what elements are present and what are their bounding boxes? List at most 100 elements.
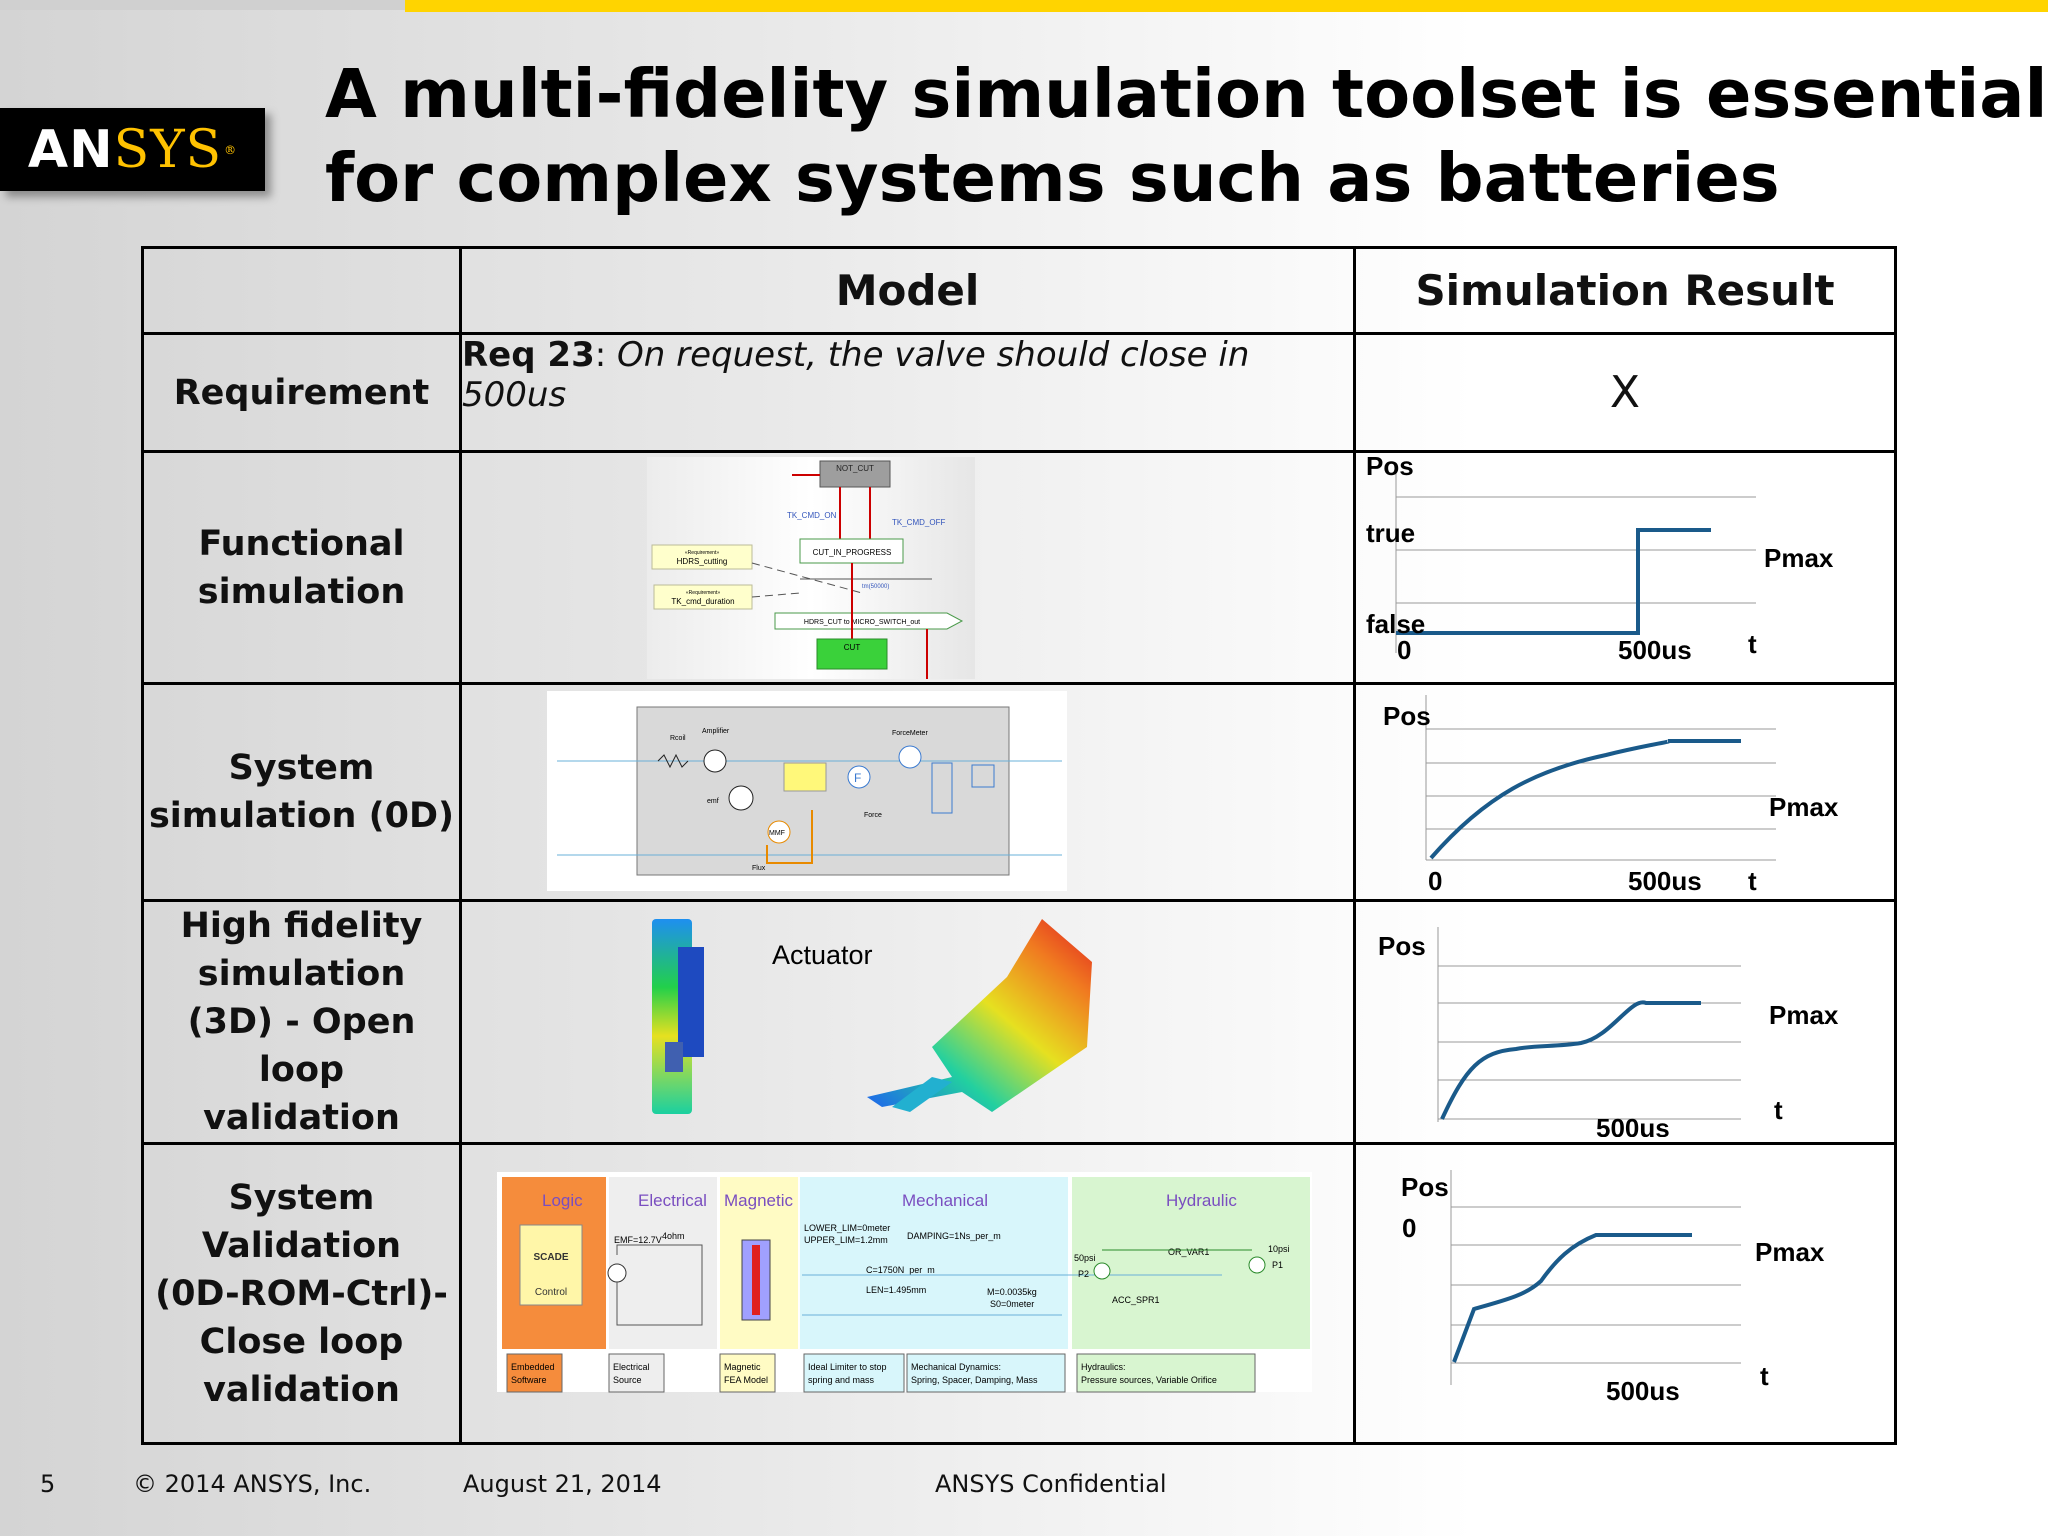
hifi-model-cell: Actuator [459, 899, 1356, 1145]
spring-element [931, 762, 953, 814]
position-curve [1429, 739, 1741, 860]
trace-line-1 [751, 562, 863, 594]
emf-value: EMF=12.7V [614, 1235, 662, 1245]
section-mechanical-label: Mechanical [902, 1191, 988, 1210]
bottom-magnetic-line2: FEA Model [724, 1375, 768, 1385]
force-meter-label: ForceMeter [892, 730, 928, 737]
system-result-chart: Pos 0 500us t Pmax [1383, 695, 1839, 896]
control-label: Control [535, 1287, 567, 1298]
rcoil-label: Rcoil [670, 735, 686, 742]
row-requirement: Requirement Req 23: On request, the valv… [141, 332, 1897, 453]
force-f-symbol: F [854, 771, 861, 785]
cmd-on-label: TK_CMD_ON [787, 511, 837, 520]
header-model: Model [459, 246, 1356, 335]
system-model-cell: Rcoil Amplifier emf F Force ForceMeter M… [459, 682, 1356, 902]
req-sep: : [594, 335, 617, 375]
functional-model-cell: NOT_CUT TK_CMD_ON TK_CMD_OFF CUT_IN_PROG… [459, 450, 1356, 685]
req2-box [653, 584, 753, 610]
hifi-result-cell: Pos 500us t Pmax [1353, 899, 1897, 1145]
cut-label: CUT [844, 643, 861, 652]
ammeter [703, 749, 727, 773]
bottom-mechanical-line1: Mechanical Dynamics: [911, 1362, 1001, 1372]
actuator-plunger [665, 1042, 683, 1072]
false-label: false [1366, 609, 1425, 639]
functional-model-diagram: NOT_CUT TK_CMD_ON TK_CMD_OFF CUT_IN_PROG… [647, 457, 975, 679]
header-result: Simulation Result [1353, 246, 1897, 335]
header-blank [141, 246, 462, 335]
footer-date: August 21, 2014 [463, 1470, 662, 1498]
upper-lim-value: UPPER_LIM=1.2mm [804, 1235, 888, 1245]
cut-in-progress-state [799, 538, 904, 564]
bottom-electrical-line2: Source [613, 1375, 642, 1385]
position-step-line [1396, 528, 1711, 635]
function-block [783, 762, 827, 792]
not-cut-label: NOT_CUT [836, 464, 874, 473]
section-hydraulic-bg [1072, 1177, 1310, 1349]
pmax-label: Pmax [1769, 1000, 1839, 1030]
section-logic-label: Logic [542, 1191, 583, 1210]
bottom-box-magnetic [719, 1353, 776, 1393]
p2-label: P2 [1078, 1269, 1089, 1279]
zero-label: 0 [1428, 866, 1442, 896]
y-axis-label: Pos [1383, 701, 1431, 731]
emf-source [728, 785, 754, 811]
req-description: On request, the valve should close in 50… [462, 335, 1250, 415]
scade-label: SCADE [533, 1252, 568, 1263]
pressure-source-right [1248, 1256, 1266, 1274]
req1-name: HDRS_cutting [677, 557, 728, 566]
bottom-box-mechanical [906, 1353, 1066, 1393]
requirement-result: X [1353, 332, 1897, 453]
t-label: t [1748, 866, 1757, 896]
logo-suffix: SYS [113, 119, 223, 180]
row-label-functional: Functional simulation [141, 450, 462, 685]
bottom-embedded-line2: Software [511, 1375, 547, 1385]
bottom-box-embedded [506, 1353, 563, 1393]
position-curve [1452, 1233, 1692, 1363]
slide-title: A multi-fidelity simulation toolset is e… [325, 52, 2047, 220]
system-result-cell: Pos 0 500us t Pmax [1353, 682, 1897, 902]
req2-stereo: «Requirement» [686, 590, 720, 596]
force-label: Force [864, 812, 882, 819]
voltage-source [607, 1263, 627, 1283]
t-label: t [1774, 1095, 1783, 1125]
tick-500us: 500us [1628, 866, 1702, 896]
validation-result-chart: Pos 0 500us t Pmax [1401, 1170, 1825, 1406]
validation-model-cell: Logic Electrical Magnetic Mechanical Hyd… [459, 1142, 1356, 1445]
row-system: System simulation (0D) Rcoil Amplifier e… [141, 682, 1897, 902]
y-axis-label: Pos [1366, 453, 1414, 481]
section-electrical-bg [609, 1177, 717, 1349]
title-line-2: for complex systems such as batteries [325, 139, 1780, 217]
zero-label: 0 [1402, 1213, 1416, 1243]
len-value: LEN=1.495mm [866, 1285, 926, 1295]
actuator-label: Actuator [772, 940, 873, 970]
mass-value: M=0.0035kg [987, 1287, 1037, 1297]
t-label: t [1748, 629, 1757, 659]
cut-in-progress-label: CUT_IN_PROGRESS [813, 548, 892, 557]
magnetic-core [752, 1245, 760, 1315]
scade-block [519, 1224, 583, 1306]
bottom-limiter-line2: spring and mass [808, 1375, 875, 1385]
section-mechanical-bg [800, 1177, 1068, 1349]
actuator-3d-model [867, 919, 1092, 1112]
resistor [657, 753, 689, 769]
flux-label: Flux [752, 865, 766, 872]
tick-500us: 500us [1606, 1376, 1680, 1406]
pmax-label: Pmax [1769, 792, 1839, 822]
magnetic-loop [766, 810, 813, 864]
actuator-shaft [892, 1077, 952, 1112]
output-label: HDRS_CUT to MICRO_SWITCH_out [804, 619, 920, 626]
section-hydraulic-label: Hydraulic [1166, 1191, 1237, 1210]
electrical-loop [616, 1244, 703, 1326]
hifi-result-chart: Pos 500us t Pmax [1378, 927, 1839, 1137]
header-row: Model Simulation Result [141, 246, 1897, 335]
copyright: © 2014 ANSYS, Inc. [133, 1470, 372, 1498]
page-number: 5 [40, 1470, 56, 1498]
req-id: Req 23 [462, 335, 595, 375]
cmd-off-label: TK_CMD_OFF [892, 518, 945, 527]
bottom-hydraulics-line1: Hydraulics: [1081, 1362, 1126, 1372]
row-validation: System Validation (0D-ROM-Ctrl)- Close l… [141, 1142, 1897, 1445]
ohm-value: 4ohm [662, 1231, 685, 1241]
pressure-source-left [1093, 1262, 1111, 1280]
not-cut-state [819, 460, 891, 488]
